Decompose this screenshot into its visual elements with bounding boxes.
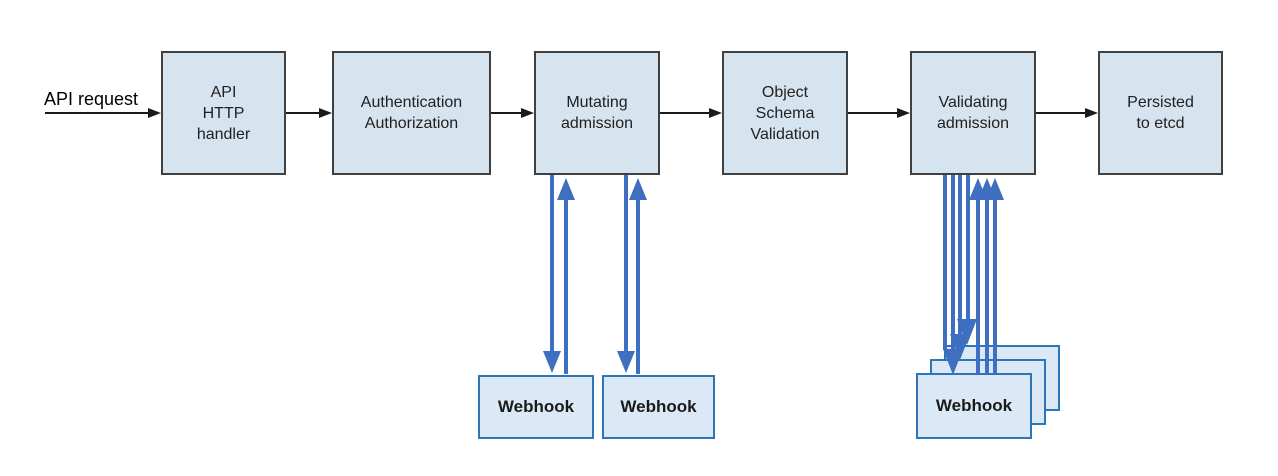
arrow-mutating-webhook1-up: [557, 178, 575, 374]
webhook-label: Webhook: [497, 397, 575, 416]
node-label: Mutating admission: [560, 94, 634, 132]
node-label: Validating admission: [936, 94, 1010, 132]
webhook-label: Webhook: [935, 396, 1013, 415]
node-label: Persisted to etcd: [1127, 94, 1194, 132]
node-label: Object Schema Validation: [750, 83, 820, 143]
node-object-schema-validation: Object Schema Validation: [722, 51, 848, 175]
arrow-mutating-webhook2-down: [617, 175, 635, 373]
mutating-webhook-box-1: Webhook: [478, 375, 594, 439]
validating-webhook-box-front: Webhook: [916, 373, 1032, 439]
arrow-mutating-webhook2-up: [629, 178, 647, 374]
api-request-label: API request: [44, 89, 139, 109]
webhook-label: Webhook: [620, 397, 697, 416]
node-authentication-authorization: Authentication Authorization: [332, 51, 491, 175]
mutating-webhook-box-2: Webhook: [602, 375, 715, 439]
node-api-http-handler: API HTTP handler: [161, 51, 286, 175]
node-validating-admission: Validating admission: [910, 51, 1036, 175]
node-label: Authentication Authorization: [360, 94, 463, 132]
node-mutating-admission: Mutating admission: [534, 51, 660, 175]
node-persisted-to-etcd: Persisted to etcd: [1098, 51, 1223, 175]
arrow-handler-to-auth: [286, 108, 332, 118]
node-label: API HTTP handler: [196, 83, 251, 143]
arrow-schema-to-validating: [848, 108, 910, 118]
arrow-mutating-to-schema: [660, 108, 722, 118]
arrow-auth-to-mutating: [491, 108, 534, 118]
arrow-mutating-webhook1-down: [543, 175, 561, 373]
arrow-validating-to-etcd: [1036, 108, 1098, 118]
